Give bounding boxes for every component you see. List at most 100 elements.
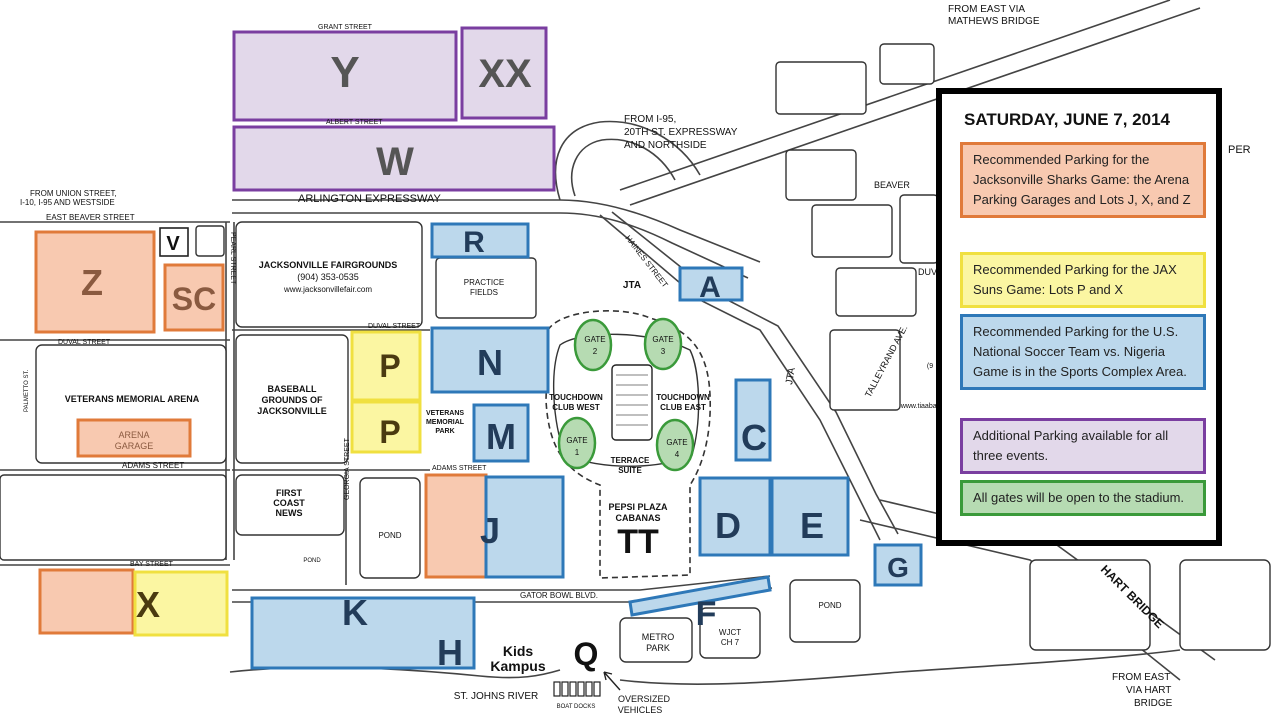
vm-park-2: MEMORIAL	[426, 419, 465, 426]
fairgrounds-phone: (904) 353-0535	[297, 272, 359, 282]
lot-z-label: Z	[81, 262, 103, 303]
gate-4-marker	[655, 418, 695, 472]
kids-kampus-1: Kids	[503, 643, 534, 659]
tiaa-website-cut: www.tiaabank.com	[900, 403, 960, 410]
lot-x-label: X	[136, 584, 160, 625]
lot-xx-label: XX	[478, 52, 532, 96]
lot-q-label: Q	[574, 636, 599, 672]
pond-small-label: POND	[303, 558, 321, 564]
lot-f	[628, 575, 772, 617]
lot-xx	[460, 26, 548, 120]
lot-k	[250, 596, 476, 670]
duval-street-left-label: DUVAL STREET	[58, 339, 111, 346]
lot-a	[678, 266, 744, 302]
gator-bowl-blvd-label: GATOR BOWL BLVD.	[520, 591, 598, 600]
lot-d-label: D	[715, 505, 741, 546]
legend-item-soccer: Recommended Parking for the U.S. Nationa…	[960, 314, 1206, 390]
metro-park-2: PARK	[646, 643, 670, 653]
legend-item-additional: Additional Parking available for all thr…	[960, 418, 1206, 474]
pearl-street-label: PEARL STREET	[229, 232, 236, 285]
lot-c-label: C	[741, 417, 767, 458]
wjct-2: CH 7	[721, 638, 740, 647]
kids-kampus-2: Kampus	[490, 658, 545, 674]
lot-f-label: F	[696, 595, 717, 633]
gate-1-marker	[557, 416, 597, 470]
lot-e-label: E	[800, 505, 824, 546]
lot-k-label: K	[342, 592, 368, 633]
venue-labels: JACKSONVILLE FAIRGROUNDS (904) 353-0535 …	[65, 260, 960, 715]
jta-building: JTA	[623, 280, 641, 291]
arena-garage-label-2: GARAGE	[115, 441, 154, 451]
metro-park-1: METRO	[642, 632, 675, 642]
lot-v-label: V	[166, 233, 180, 255]
union-street-label-1: FROM UNION STREET,	[30, 189, 117, 198]
baseball-grounds-1: BASEBALL	[268, 384, 318, 394]
gate-2-number: 2	[593, 347, 598, 356]
fairgrounds-website: www.jacksonvillefair.com	[283, 285, 372, 294]
pond-right-label: POND	[818, 601, 841, 610]
gate-labels: GATE 2 GATE 3 GATE 1 GATE 4	[566, 335, 687, 459]
east-hart-label-1: FROM EAST	[1112, 672, 1170, 683]
gate-4-word: GATE	[666, 438, 687, 447]
lot-m-label: M	[486, 416, 516, 457]
pond-main-label: POND	[378, 531, 401, 540]
lot-y	[232, 30, 458, 122]
lot-j-blue	[484, 475, 565, 579]
legend-panel: SATURDAY, JUNE 7, 2014 Recommended Parki…	[936, 88, 1222, 546]
adams-street-mid-label: ADAMS STREET	[432, 465, 487, 472]
grant-street-label: GRANT STREET	[318, 24, 373, 31]
gate-4-number: 4	[675, 450, 680, 459]
lot-sc-label: SC	[172, 281, 216, 317]
gate-3-word: GATE	[652, 335, 673, 344]
wjct-1: WJCT	[719, 628, 741, 637]
practice-fields-2: FIELDS	[470, 288, 498, 297]
gate-3-number: 3	[661, 347, 666, 356]
lot-p-north	[350, 330, 422, 402]
pepsi-plaza-1: PEPSI PLAZA	[608, 502, 668, 512]
lot-w-label: W	[376, 140, 414, 184]
lot-sc	[163, 263, 225, 332]
lot-n-label: N	[477, 342, 503, 383]
lot-y-label: Y	[330, 48, 359, 97]
lot-letters: Y XX W Z V SC R A P P N M C J D E G X K …	[81, 48, 909, 673]
first-coast-news-2: COAST	[273, 498, 305, 508]
fairgrounds-name: JACKSONVILLE FAIRGROUNDS	[259, 260, 398, 270]
lot-m	[472, 403, 530, 463]
lot-j-orange	[424, 473, 488, 579]
east-beaver-street-label: EAST BEAVER STREET	[46, 213, 135, 222]
lot-p2-label: P	[379, 414, 400, 450]
i95-label-1: FROM I-95,	[624, 114, 676, 125]
baseball-grounds-2: GROUNDS OF	[261, 395, 323, 405]
beaver-east-label: BEAVER	[874, 180, 910, 190]
pearl-east-cut-label: PER	[1228, 144, 1251, 156]
legend-item-sharks: Recommended Parking for the Jacksonville…	[960, 142, 1206, 218]
oversized-vehicles-1: OVERSIZED	[618, 694, 671, 704]
adams-street-left-label: ADAMS STREET	[122, 461, 184, 470]
gate-1-number: 1	[575, 448, 580, 457]
bay-street-label: BAY STREET	[130, 561, 174, 568]
boat-docks-label: BOAT DOCKS	[557, 704, 596, 710]
lot-d	[698, 476, 772, 557]
lot-r	[430, 222, 530, 259]
terrace-suite-2: SUITE	[618, 466, 642, 475]
legend-item-suns: Recommended Parking for the JAX Suns Gam…	[960, 252, 1206, 308]
jta-road-label: JTA	[784, 367, 798, 386]
georgia-street-label: GEORGIA STREET	[344, 437, 351, 500]
lot-v-box	[159, 227, 189, 257]
gate-2-word: GATE	[584, 335, 605, 344]
stadium-gates	[557, 317, 695, 472]
mathews-bridge-label-1: FROM EAST VIA	[948, 4, 1025, 15]
union-street-label-2: I-10, I-95 AND WESTSIDE	[20, 198, 115, 207]
lot-r-label: R	[463, 226, 485, 259]
oversized-vehicles-2: VEHICLES	[618, 705, 663, 715]
lot-c	[734, 378, 772, 462]
boat-docks-icon	[553, 681, 601, 697]
arena-garage-label-1: ARENA	[118, 430, 149, 440]
east-hart-label-2: VIA HART	[1126, 685, 1171, 696]
practice-fields-1: PRACTICE	[464, 278, 504, 287]
duv-east-label: DUV	[918, 267, 937, 277]
i95-label-3: AND NORTHSIDE	[624, 140, 707, 151]
parking-lots	[34, 26, 923, 670]
touchdown-west-1: TOUCHDOWN	[549, 393, 603, 402]
